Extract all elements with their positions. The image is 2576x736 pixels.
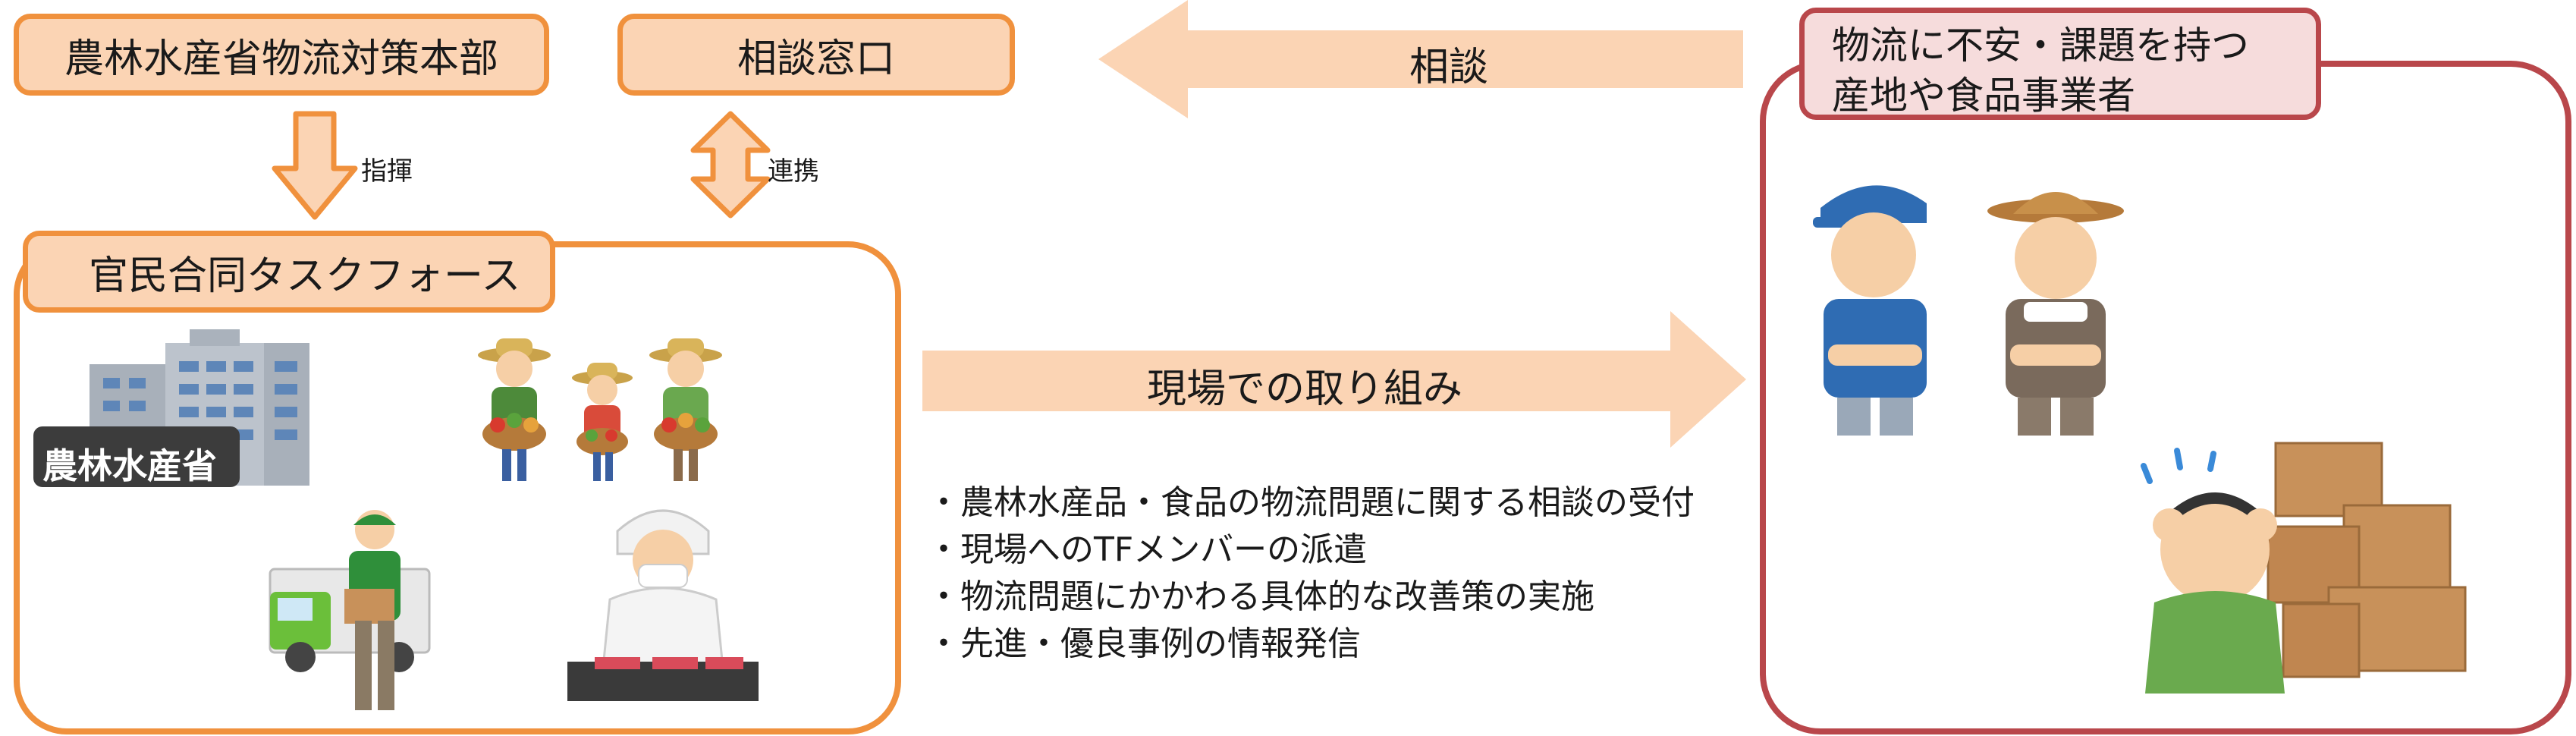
- field-work-arrow: [922, 311, 1746, 448]
- cooperation-arrow: [690, 111, 771, 219]
- taskforce-title-box: 官民合同タスクフォース: [23, 231, 555, 313]
- concerned-parties-line2: 産地や食品事業者: [1832, 74, 2135, 118]
- activity-item: ・農林水産品・食品の物流問題に関する相談の受付: [927, 483, 1695, 522]
- consult-window-label: 相談窓口: [737, 36, 895, 82]
- taskforce-label: 官民合同タスクフォース: [89, 253, 521, 299]
- field-work-label: 現場での取り組み: [1146, 366, 1462, 412]
- worried-workers-illustration: [1813, 185, 2124, 436]
- delivery-worker-illustration: [269, 510, 431, 710]
- activity-item: ・現場へのTFメンバーの派遣: [927, 530, 1368, 569]
- cooperation-label: 連携: [768, 156, 819, 187]
- command-arrow: [272, 111, 358, 220]
- concerned-parties-box: 物流に不安・課題を持つ 産地や食品事業者: [1799, 8, 2321, 120]
- activities-list: ・農林水産品・食品の物流問題に関する相談の受付 ・現場へのTFメンバーの派遣 ・…: [927, 480, 1695, 668]
- activity-item: ・先進・優良事例の情報発信: [927, 624, 1361, 663]
- food-factory-worker-illustration: [567, 509, 759, 701]
- ministry-building-illustration: [33, 329, 309, 487]
- stressed-person-boxes-illustration: [2141, 442, 2467, 694]
- consultation-label: 相談: [1409, 45, 1488, 90]
- command-label: 指揮: [361, 156, 413, 187]
- ministry-sign-text: 農林水産省: [42, 445, 217, 486]
- farmers-illustration: [478, 338, 722, 481]
- consult-window-box: 相談窓口: [617, 14, 1015, 96]
- ministry-hq-box: 農林水産省物流対策本部: [14, 14, 549, 96]
- consultation-arrow: [1098, 0, 1743, 118]
- concerned-parties-line1: 物流に不安・課題を持つ: [1832, 24, 2249, 68]
- ministry-hq-label: 農林水産省物流対策本部: [64, 36, 498, 82]
- activity-item: ・物流問題にかかわる具体的な改善策の実施: [927, 577, 1594, 616]
